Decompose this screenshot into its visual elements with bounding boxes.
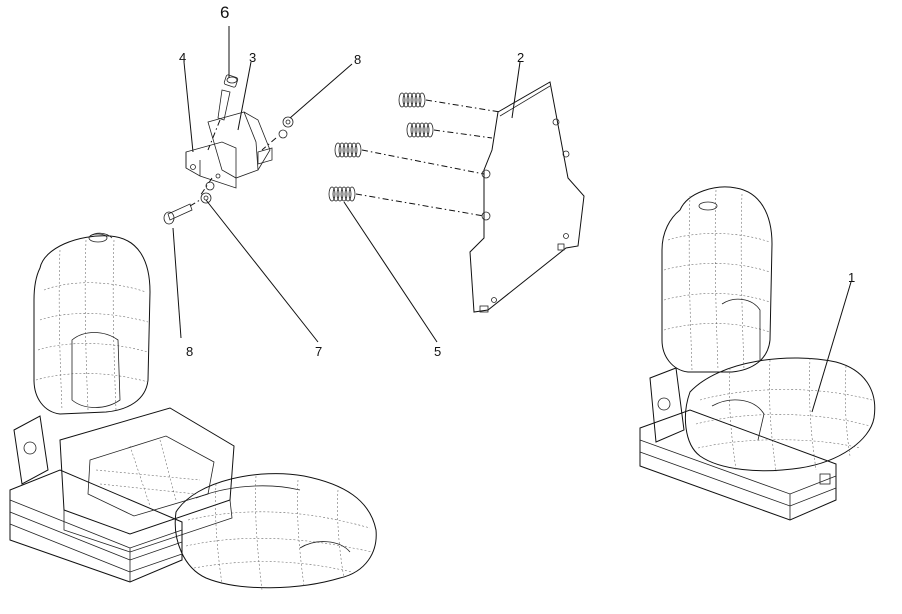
callout-5: 5 (434, 344, 441, 359)
seat-left-disassembled (9, 232, 377, 591)
spring-coil (354, 142, 362, 158)
spring-coil (418, 92, 426, 108)
callout-8-bottom: 8 (186, 344, 193, 359)
leader-3 (237, 61, 252, 131)
spring-center-line (361, 149, 485, 175)
callout-7: 7 (315, 344, 322, 359)
part-8-nut-top (261, 116, 294, 151)
leader-7 (205, 199, 319, 343)
callout-labels: 6 3 4 8 2 8 7 5 1 (179, 3, 855, 359)
spring-coil (414, 122, 422, 138)
spring-coil (414, 92, 422, 108)
part-2-plate (469, 81, 585, 313)
callout-2: 2 (517, 50, 524, 65)
part-3-4-bracket-assembly (185, 111, 273, 197)
spring-center-line (355, 193, 485, 217)
spring-coil (348, 186, 356, 202)
spring-coil (406, 92, 414, 108)
spring-coil (410, 122, 418, 138)
leader-5 (343, 201, 438, 343)
spring (328, 186, 485, 217)
spring-coil (422, 122, 430, 138)
spring (334, 142, 485, 175)
part-5-springs (328, 92, 501, 217)
spring-coil (406, 122, 414, 138)
leader-1 (811, 281, 852, 413)
callout-1: 1 (848, 270, 855, 285)
spring-coil (338, 142, 346, 158)
callout-4: 4 (179, 50, 186, 65)
leader-2 (511, 61, 521, 119)
leader-4 (183, 61, 194, 153)
spring-coil (350, 142, 358, 158)
spring-coil (342, 142, 350, 158)
spring-coil (426, 122, 434, 138)
spring-coil (398, 92, 406, 108)
part-8-bolt-bottom (163, 199, 201, 225)
part-7-washer (200, 181, 215, 204)
spring-center-line (425, 99, 501, 113)
spring-coil (328, 186, 336, 202)
spring-coil (340, 186, 348, 202)
spring (406, 122, 493, 139)
spring-coil (410, 92, 418, 108)
spring-coil (402, 92, 410, 108)
callout-8-top: 8 (354, 52, 361, 67)
leader-8-top (289, 63, 353, 119)
spring-coil (344, 186, 352, 202)
callout-3: 3 (249, 50, 256, 65)
spring-coil (418, 122, 426, 138)
leader-lines (172, 26, 852, 413)
spring-center-line (433, 129, 493, 139)
seat-right-assembled (639, 186, 876, 521)
spring-coil (334, 142, 342, 158)
spring-coil (332, 186, 340, 202)
callout-6: 6 (220, 3, 229, 22)
spring-coil (336, 186, 344, 202)
part-6-sensor (217, 74, 239, 121)
leader-8-bottom (172, 227, 182, 339)
spring-coil (346, 142, 354, 158)
spring (398, 92, 501, 113)
